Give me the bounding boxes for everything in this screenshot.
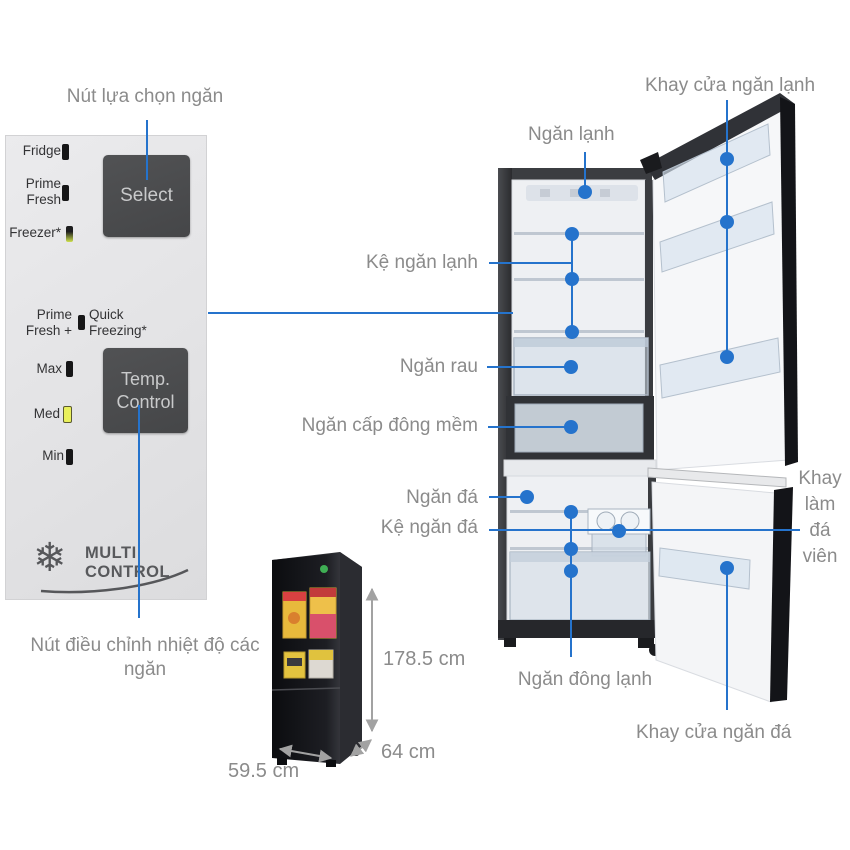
upper-door (640, 93, 798, 471)
dot-lower-door-tray (720, 561, 734, 575)
width-arrow (278, 744, 333, 763)
indicator-label-med: Med (33, 406, 60, 421)
section-divider (503, 459, 657, 477)
callout-label-ngan-dong-lanh: Ngăn đông lạnh (517, 669, 653, 690)
prime-fresh-led-icon (62, 185, 69, 201)
med-led-icon (63, 406, 72, 423)
callout-label-khay-cua-ngan-da: Khay cửa ngăn đá (636, 722, 792, 743)
indicator-label-max: Max (36, 361, 62, 376)
callout-label-temp-control: Nút điều chỉnh nhiệt độ các ngăn (30, 635, 260, 680)
vent-slot (600, 189, 610, 197)
dot-ngan-da (520, 490, 534, 504)
max-led-icon (66, 361, 73, 377)
multi-control-logo-line1: MULTI (85, 544, 137, 562)
callout-label-khay-cua-ngan-lanh: Khay cửa ngăn lạnh (644, 75, 816, 96)
fridge-shelf (514, 232, 644, 235)
dot-ngan-lanh (578, 185, 592, 199)
rear-foot (638, 638, 654, 648)
fridge-shelf (514, 330, 644, 333)
front-foot (504, 638, 516, 647)
cabinet-right-frame (645, 180, 653, 462)
freezer-drawer (509, 551, 651, 621)
callout-label-ke-ngan-lanh: Kệ ngăn lạnh (366, 252, 478, 273)
multi-control-logo-line2: CONTROL (85, 563, 171, 581)
freezer-led-icon (66, 226, 73, 242)
dot-shelf-3 (565, 325, 579, 339)
promo-sticker (283, 651, 306, 679)
lower-door-inner-face (651, 481, 776, 703)
control-panel: Fridge Prime Fresh Freezer* Select Prime… (5, 135, 207, 600)
dot-door-tray-3 (720, 350, 734, 364)
dot-ice-tray (612, 524, 626, 538)
callout-label-select: Nút lựa chọn ngăn (66, 86, 224, 107)
dot-door-tray-1 (720, 152, 734, 166)
door-tray (659, 201, 775, 273)
callout-label-ngan-rau: Ngăn rau (399, 356, 478, 377)
depth-arrow (349, 739, 373, 757)
indicator-label-prime-fresh-plus: Prime Fresh + (25, 307, 72, 338)
indicator-label-quick-freezing: Quick Freezing* (89, 307, 147, 338)
min-led-icon (66, 449, 73, 465)
door-hinge (640, 152, 662, 174)
mini-fridge-foot (326, 760, 336, 767)
callout-label-ngan-cap-dong-mem: Ngăn cấp đông mềm (301, 415, 478, 436)
dot-shelf-2 (565, 272, 579, 286)
cabinet-top-cap (498, 168, 652, 181)
depth-dimension-label: 64 cm (381, 741, 436, 763)
door-tray (662, 123, 771, 203)
vent-slot (570, 189, 580, 197)
callout-connectors (138, 100, 800, 710)
dot-freezer-shelf-2 (564, 542, 578, 556)
mini-fridge (271, 552, 362, 767)
lower-door (647, 467, 793, 703)
width-dimension-label: 59.5 cm (228, 760, 300, 782)
vent-slot (540, 189, 550, 197)
promo-sticker (282, 591, 307, 639)
callout-label-khay-lam-da-vien: Khay làm đá viên (798, 468, 842, 567)
prime-fresh-plus-led-icon (78, 315, 85, 330)
dot-shelf-1 (565, 227, 579, 241)
dot-freezer-shelf-1 (564, 505, 578, 519)
indicator-label-prime-fresh: Prime Fresh (25, 176, 61, 207)
callout-label-ngan-lanh: Ngăn lạnh (528, 124, 615, 145)
promo-sticker (308, 649, 334, 679)
freezer-right-frame (648, 476, 656, 622)
freezer-shelf (510, 547, 648, 550)
door-tray (659, 337, 781, 399)
freezer-shelf (510, 510, 648, 513)
indicator-label-freezer: Freezer* (9, 225, 61, 240)
dot-door-tray-2 (720, 215, 734, 229)
height-dimension-label: 178.5 cm (383, 648, 466, 670)
mini-fridge-side (340, 552, 362, 764)
mini-fridge-door-split (271, 687, 341, 691)
energy-label (320, 565, 328, 573)
dot-ngan-rau (564, 360, 578, 374)
dot-cap-dong-mem (564, 420, 578, 434)
temp-control-button: Temp. Control (103, 348, 188, 433)
snowflake-icon: ❄ (33, 535, 67, 581)
freezer-drawer-rail (510, 552, 650, 562)
cabinet-base (498, 620, 658, 638)
upper-door-outer-edge (780, 97, 798, 466)
vegetable-drawer-rail (514, 338, 648, 347)
fridge-shelf (514, 278, 644, 281)
dimension-arrows (278, 587, 379, 763)
callout-label-ke-ngan-da: Kệ ngăn đá (380, 517, 478, 538)
indicator-label-min: Min (42, 448, 64, 463)
callout-label-ngan-da: Ngăn đá (406, 487, 478, 508)
fridge-cabinet (498, 168, 661, 656)
indicator-label-fridge: Fridge (22, 143, 61, 158)
fridge-led-icon (62, 144, 69, 160)
logo-swoosh (40, 568, 189, 594)
dot-freezer-drawer (564, 564, 578, 578)
lower-door-handle (647, 467, 787, 488)
lower-door-outer-edge (770, 487, 793, 702)
upper-door-top-cap (645, 93, 795, 180)
promo-sticker (309, 587, 337, 639)
